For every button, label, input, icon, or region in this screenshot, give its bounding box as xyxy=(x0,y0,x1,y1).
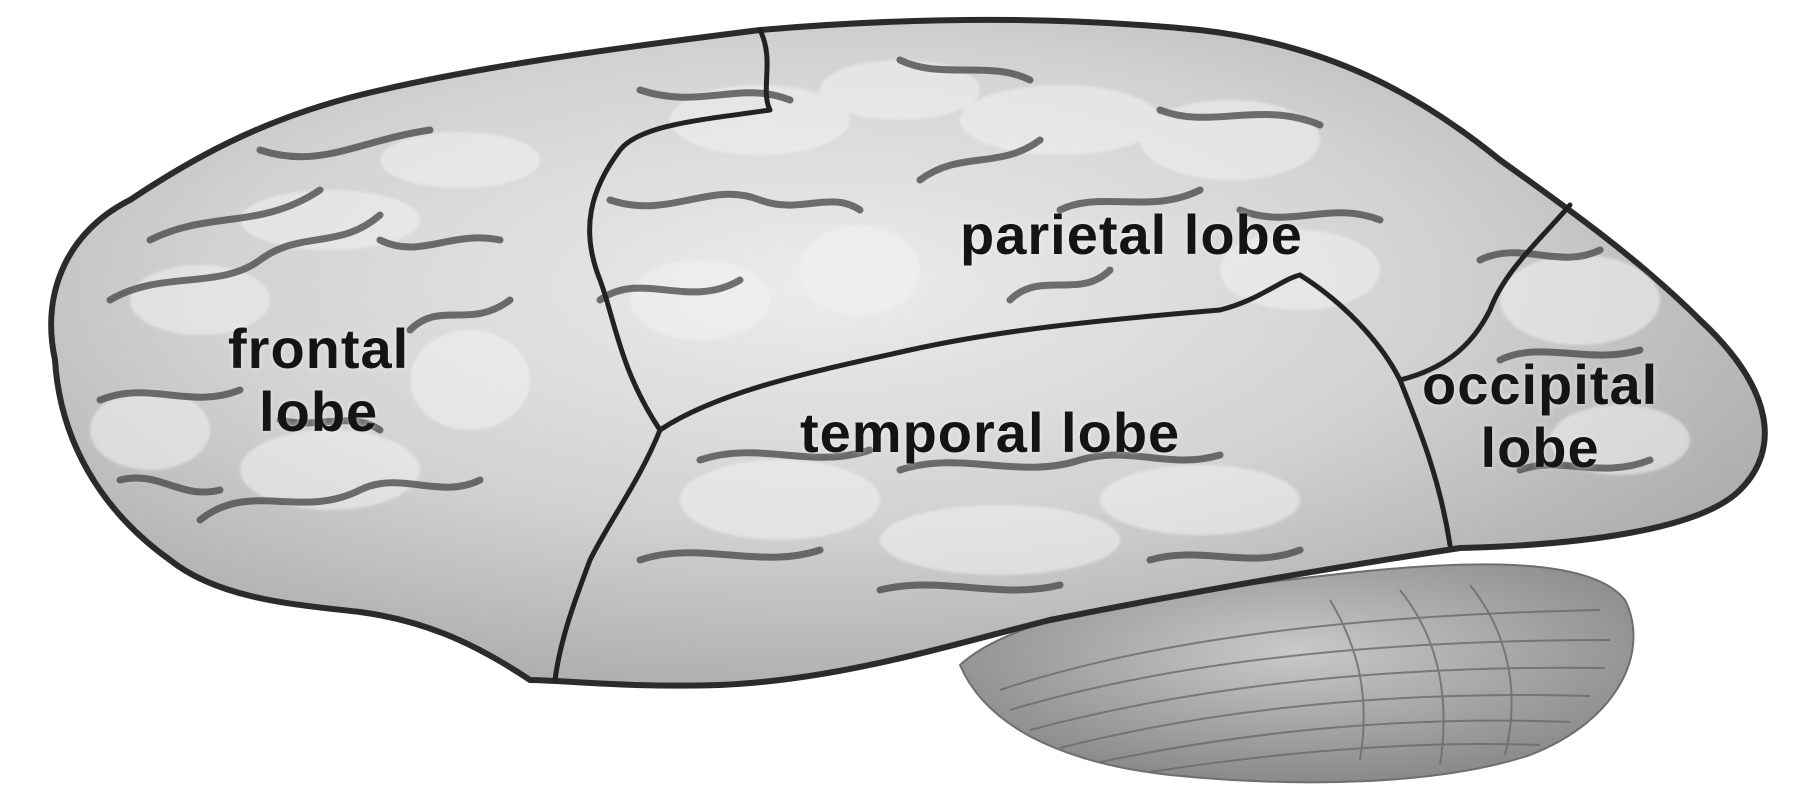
parietal-lobe-label: parietal lobe xyxy=(960,204,1303,267)
occipital-lobe-label: occipital lobe xyxy=(1422,354,1658,479)
frontal-lobe-line1: frontal xyxy=(228,318,409,381)
frontal-lobe-label: frontal lobe xyxy=(228,318,409,443)
frontal-lobe-line2: lobe xyxy=(228,381,409,444)
occipital-lobe-line1: occipital xyxy=(1422,354,1658,417)
temporal-lobe-text: temporal lobe xyxy=(800,402,1180,465)
parietal-lobe-text: parietal lobe xyxy=(960,204,1303,267)
temporal-lobe-label: temporal lobe xyxy=(800,402,1180,465)
occipital-lobe-line2: lobe xyxy=(1422,417,1658,480)
